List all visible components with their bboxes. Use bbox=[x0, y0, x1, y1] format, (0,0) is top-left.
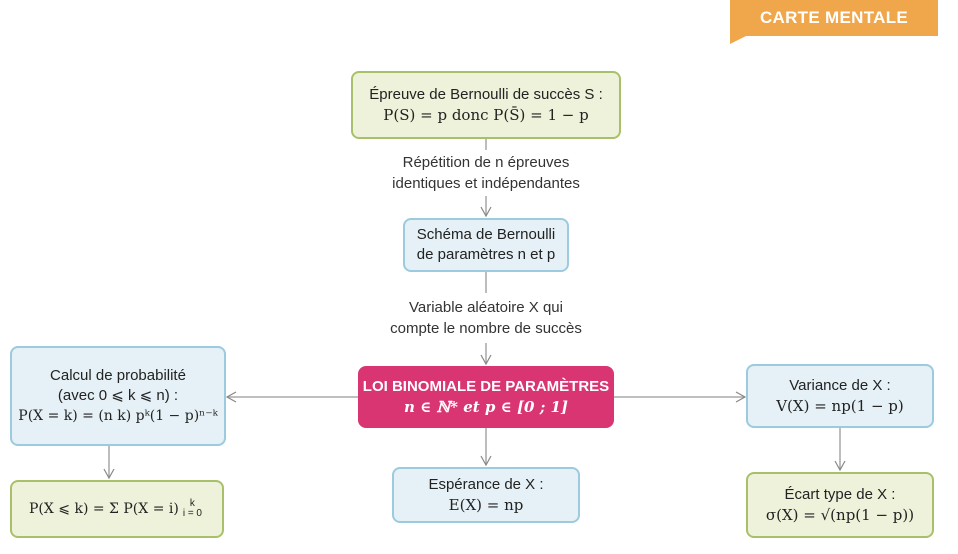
expectation-node: Espérance de X : E(X) = np bbox=[392, 467, 580, 523]
probability-line1: Calcul de probabilité bbox=[50, 367, 186, 384]
bernoulli-trial-node: Épreuve de Bernoulli de succès S : P(S) … bbox=[351, 71, 621, 139]
central-line2: n ∈ ℕ* et p ∈ [0 ; 1] bbox=[403, 398, 568, 416]
cumulative-formula: P(X ⩽ k) = Σ P(X = i) bbox=[28, 501, 179, 517]
scheme-line1: Schéma de Bernoulli bbox=[416, 226, 556, 243]
scheme-line2: de paramètres n et p bbox=[416, 246, 556, 263]
std-dev-line1: Écart type de X : bbox=[784, 486, 896, 503]
probability-line3: P(X = k) = (n k) pᵏ(1 − p)ⁿ⁻ᵏ bbox=[18, 408, 218, 424]
repetition-line1: Répétition de n épreuves bbox=[402, 154, 570, 171]
variance-node: Variance de X : V(X) = np(1 − p) bbox=[746, 364, 934, 428]
probability-node: Calcul de probabilité (avec 0 ⩽ k ⩽ n) :… bbox=[10, 346, 226, 446]
variable-line2: compte le nombre de succès bbox=[390, 320, 582, 337]
sum-top: k bbox=[189, 498, 195, 509]
probability-line2: (avec 0 ⩽ k ⩽ n) : bbox=[57, 387, 179, 404]
std-dev-line2: σ(X) = √(np(1 − p)) bbox=[765, 506, 915, 524]
std-dev-node: Écart type de X : σ(X) = √(np(1 − p)) bbox=[746, 472, 934, 538]
bernoulli-trial-line2: P(S) = p donc P(S̄) = 1 − p bbox=[383, 106, 589, 124]
badge-label: CARTE MENTALE bbox=[759, 8, 909, 27]
bernoulli-scheme-node: Schéma de Bernoulli de paramètres n et p bbox=[403, 218, 569, 272]
expectation-line2: E(X) = np bbox=[448, 496, 524, 514]
variance-line2: V(X) = np(1 − p) bbox=[776, 397, 904, 415]
sum-bottom: i = 0 bbox=[182, 508, 202, 519]
variable-line1: Variable aléatoire X qui bbox=[409, 299, 563, 316]
variance-line1: Variance de X : bbox=[789, 377, 891, 394]
badge-tail bbox=[730, 36, 746, 44]
repetition-line2: identiques et indépendantes bbox=[392, 175, 580, 192]
variable-label: Variable aléatoire X qui compte le nombr… bbox=[346, 297, 626, 339]
central-line1: LOI BINOMIALE DE PARAMÈTRES bbox=[362, 378, 610, 395]
binomial-law-central-node: LOI BINOMIALE DE PARAMÈTRES n ∈ ℕ* et p … bbox=[358, 366, 614, 428]
bernoulli-trial-line1: Épreuve de Bernoulli de succès S : bbox=[369, 86, 603, 103]
carte-mentale-badge: CARTE MENTALE bbox=[730, 0, 938, 36]
sum-bounds: k i = 0 bbox=[183, 499, 202, 519]
expectation-line1: Espérance de X : bbox=[428, 476, 544, 493]
cumulative-probability-node: P(X ⩽ k) = Σ P(X = i) k i = 0 bbox=[10, 480, 224, 538]
repetition-label: Répétition de n épreuves identiques et i… bbox=[346, 152, 626, 194]
